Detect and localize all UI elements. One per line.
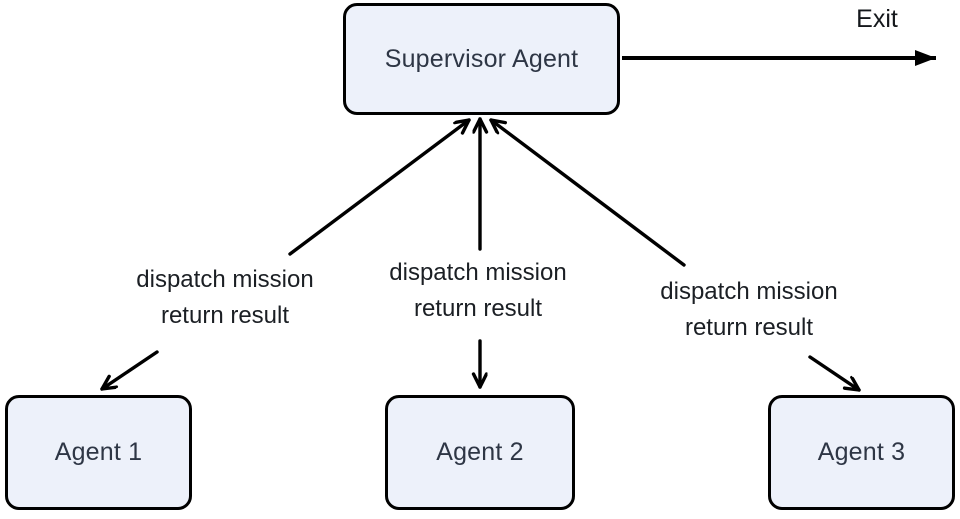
node-supervisor-agent-label: Supervisor Agent xyxy=(384,44,579,73)
edge-supervisor-to-agent3 xyxy=(808,355,861,392)
node-agent-2-label: Agent 2 xyxy=(436,438,524,466)
edge-supervisor-to-agent1 xyxy=(100,350,159,391)
agent1-edge-label: dispatch mission return result xyxy=(95,262,355,334)
agent2-edge-label: dispatch mission return result xyxy=(348,255,608,327)
exit-edge-label: Exit xyxy=(856,5,898,33)
agent3-edge-label-line1: dispatch mission xyxy=(660,278,838,305)
edge-agent1-to-supervisor xyxy=(288,118,471,256)
agent3-edge-label-line2: return result xyxy=(684,313,814,341)
node-agent-2: Agent 2 xyxy=(385,395,575,510)
agent1-edge-label-line1: dispatch mission xyxy=(136,266,314,293)
node-agent-3-label: Agent 3 xyxy=(817,438,906,466)
node-supervisor-agent: Supervisor Agent xyxy=(343,3,620,115)
agent3-edge-label: dispatch mission return result xyxy=(619,274,879,346)
edge-agent3-to-supervisor xyxy=(489,120,686,267)
agent2-edge-label-line1: dispatch mission xyxy=(389,259,567,286)
agent1-edge-label-line2: return result xyxy=(160,301,290,329)
node-agent-1-label: Agent 1 xyxy=(54,438,143,466)
node-agent-3: Agent 3 xyxy=(768,395,955,510)
node-agent-1: Agent 1 xyxy=(5,395,192,510)
agent2-edge-label-line2: return result xyxy=(413,294,543,322)
